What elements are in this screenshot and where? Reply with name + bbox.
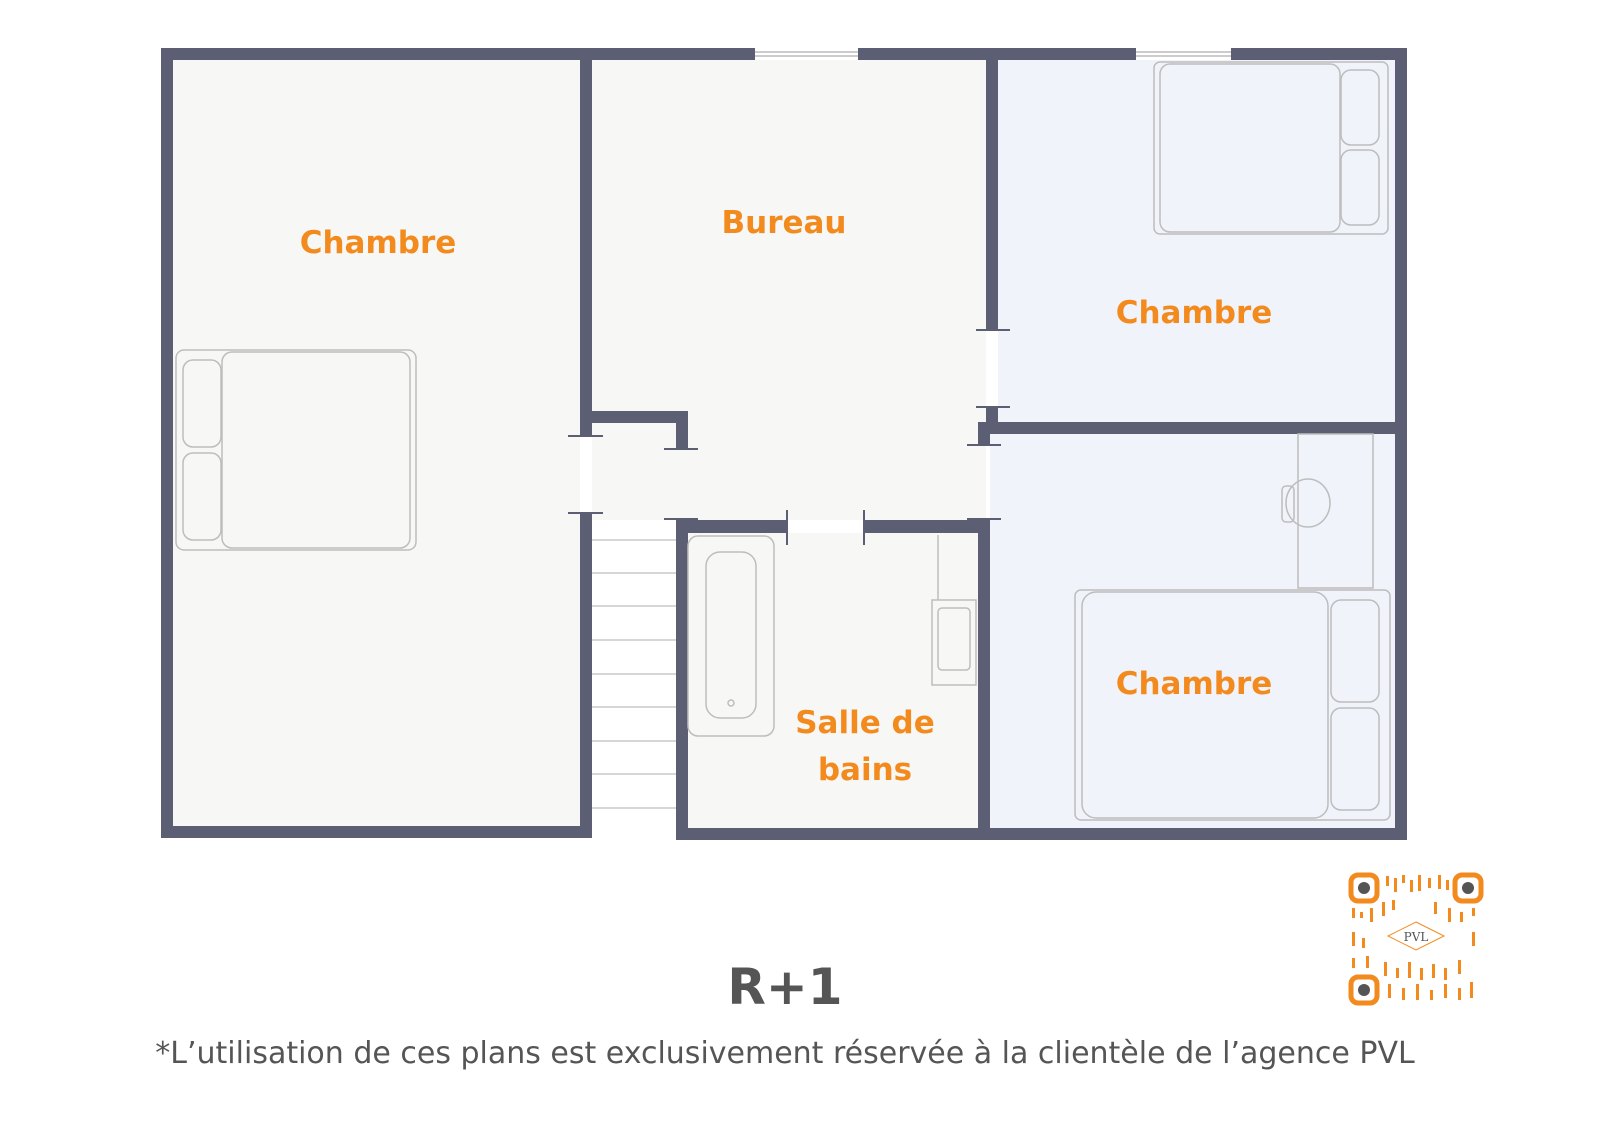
room-chambre-top-right — [998, 60, 1395, 422]
room-chambre-left — [173, 60, 580, 826]
room-bureau — [592, 60, 986, 520]
bed-left — [175, 349, 417, 551]
qr-logo: PVL — [1404, 930, 1429, 944]
bed-bottom-right — [1074, 589, 1391, 821]
bathtub — [687, 535, 775, 737]
room-label-chambre-top-right: Chambre — [1116, 295, 1273, 331]
windows — [755, 48, 1231, 60]
level-title: R+1 — [727, 958, 843, 1016]
staircase — [592, 539, 676, 809]
room-label-chambre-left: Chambre — [300, 225, 457, 261]
room-label-salle-de-bains-2: bains — [818, 752, 912, 788]
door-markers — [568, 329, 1010, 545]
qr-code: PVL — [1348, 872, 1484, 1006]
sink-vanity — [931, 535, 977, 686]
room-label-salle-de-bains: Salle de — [795, 705, 935, 741]
room-label-chambre-bottom-right: Chambre — [1116, 666, 1273, 702]
room-chambre-bottom-right — [990, 434, 1395, 828]
room-label-bureau: Bureau — [722, 205, 847, 241]
bed-top-right — [1153, 61, 1389, 235]
room-salle-de-bains — [688, 533, 978, 828]
walls — [161, 48, 1407, 840]
desk-with-chair — [1281, 433, 1374, 589]
disclaimer: *L’utilisation de ces plans est exclusiv… — [155, 1036, 1415, 1071]
